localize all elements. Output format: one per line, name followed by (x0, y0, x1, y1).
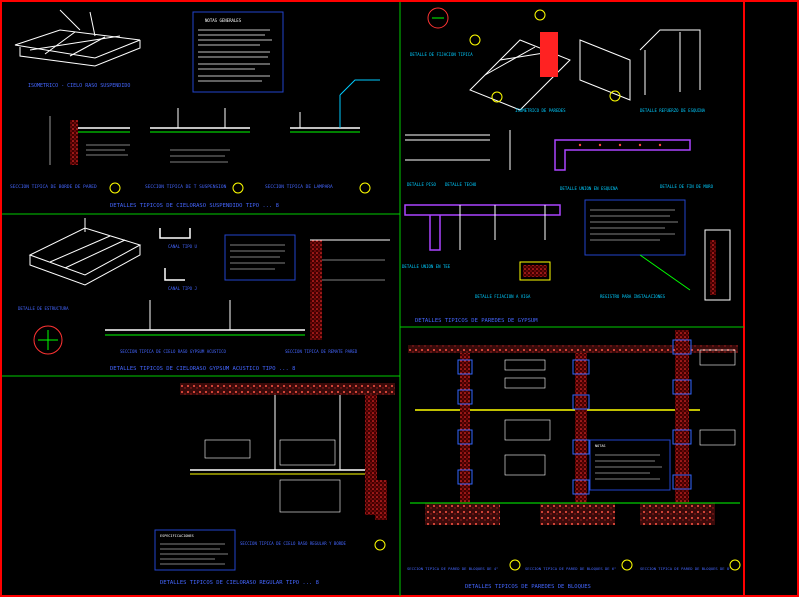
label-canal-u: CANAL TIPO U (168, 244, 197, 249)
label-sec-wall-finish: SECCION TIPICA DE REMATE PARED (285, 349, 358, 354)
label-corner-union: DETALLE UNION EN ESQUINA (560, 186, 618, 191)
label-isometric-grid: ISOMETRICO - CIELO RASO SUSPENDIDO (28, 83, 130, 89)
title-partitions-gypsum: DETALLES TIPICOS DE PAREDES DE GYPSUM (415, 318, 538, 324)
label-door-frame: DETALLE DE FIN DE MURO (660, 184, 714, 189)
label-block-wall-4: SECCION TIPICA DE PARED DE BLOQUES DE 4" (407, 566, 498, 571)
block-wall-6 (572, 353, 590, 503)
panel-block-walls: NOTAS SECCION TIPICA DE PARED DE BLOQUES… (407, 330, 741, 590)
label-sec-regular-ceiling: SECCION TIPICA DE CIELO RASO REGULAR Y B… (240, 541, 347, 546)
panel-suspended-ceiling: ISOMETRICO - CIELO RASO SUSPENDIDO NOTAS… (10, 9, 380, 209)
block-notes-title: NOTAS (595, 444, 606, 448)
label-block-wall-8: SECCION TIPICA DE PARED DE BLOQUES DE 8" (640, 566, 731, 571)
panel-regular-ceiling: ESPECIFICACIONES SECCION TIPICA DE CIELO… (154, 383, 395, 586)
title-ceiling-suspended: DETALLES TIPICOS DE CIELORASO SUSPENDIDO… (110, 203, 279, 209)
label-fix-to-beam: DETALLE FIJACION A VIGA (475, 294, 531, 299)
specifications-box (154, 529, 236, 571)
label-corner-reinforcement: DETALLE REFUERZO DE ESQUINA (640, 108, 706, 113)
label-structural-detail: DETALLE DE ESTRUCTURA (18, 306, 69, 311)
block-wall-4 (457, 353, 473, 503)
label-ceiling-detail: DETALLE TECHO (445, 182, 477, 187)
block-notes-box (589, 439, 671, 491)
label-isometric-walls: ISOMETRICO DE PAREDES (515, 108, 566, 113)
specifications-title: ESPECIFICACIONES (160, 534, 194, 538)
block-wall-8 (672, 330, 692, 505)
general-notes-box (192, 11, 284, 93)
label-floor-detail: DETALLE PISO (407, 182, 436, 187)
label-framing-detail: DETALLE DE FIJACION TIPICA (410, 52, 473, 57)
label-canal-j: CANAL TIPO J (168, 286, 197, 291)
label-sec-t-suspension: SECCION TIPICA DE T SUSPENSION (145, 184, 227, 190)
general-notes-title: NOTAS GENERALES (205, 18, 242, 23)
partition-notes-box (584, 199, 686, 256)
panel-gypsum-ceiling: DETALLE DE ESTRUCTURA CANAL TIPO U CANAL… (18, 218, 390, 372)
label-union-tee: DETALLE UNION EN TEE (402, 264, 451, 269)
title-ceiling-regular: DETALLES TIPICOS DE CIELORASO REGULAR TI… (160, 580, 319, 586)
title-partitions-blocks: DETALLES TIPICOS DE PAREDES DE BLOQUES (465, 584, 591, 590)
label-installations: REGISTRO PARA INSTALACIONES (600, 294, 666, 299)
title-ceiling-gypsum: DETALLES TIPICOS DE CIELORASO GYPSUM ACU… (110, 366, 295, 372)
label-sec-wall-edge: SECCION TIPICA DE BORDE DE PARED (10, 184, 97, 190)
label-block-wall-6: SECCION TIPICA DE PARED DE BLOQUES DE 6" (525, 566, 616, 571)
panel-gypsum-partitions: DETALLE DE FIJACION TIPICA ISOMETRICO DE… (402, 7, 731, 324)
label-sec-gypsum-ceiling: SECCION TIPICA DE CIELO RASO GYPSUM ACUS… (120, 349, 227, 354)
label-sec-lamp: SECCION TIPICA DE LAMPARA (265, 184, 333, 190)
